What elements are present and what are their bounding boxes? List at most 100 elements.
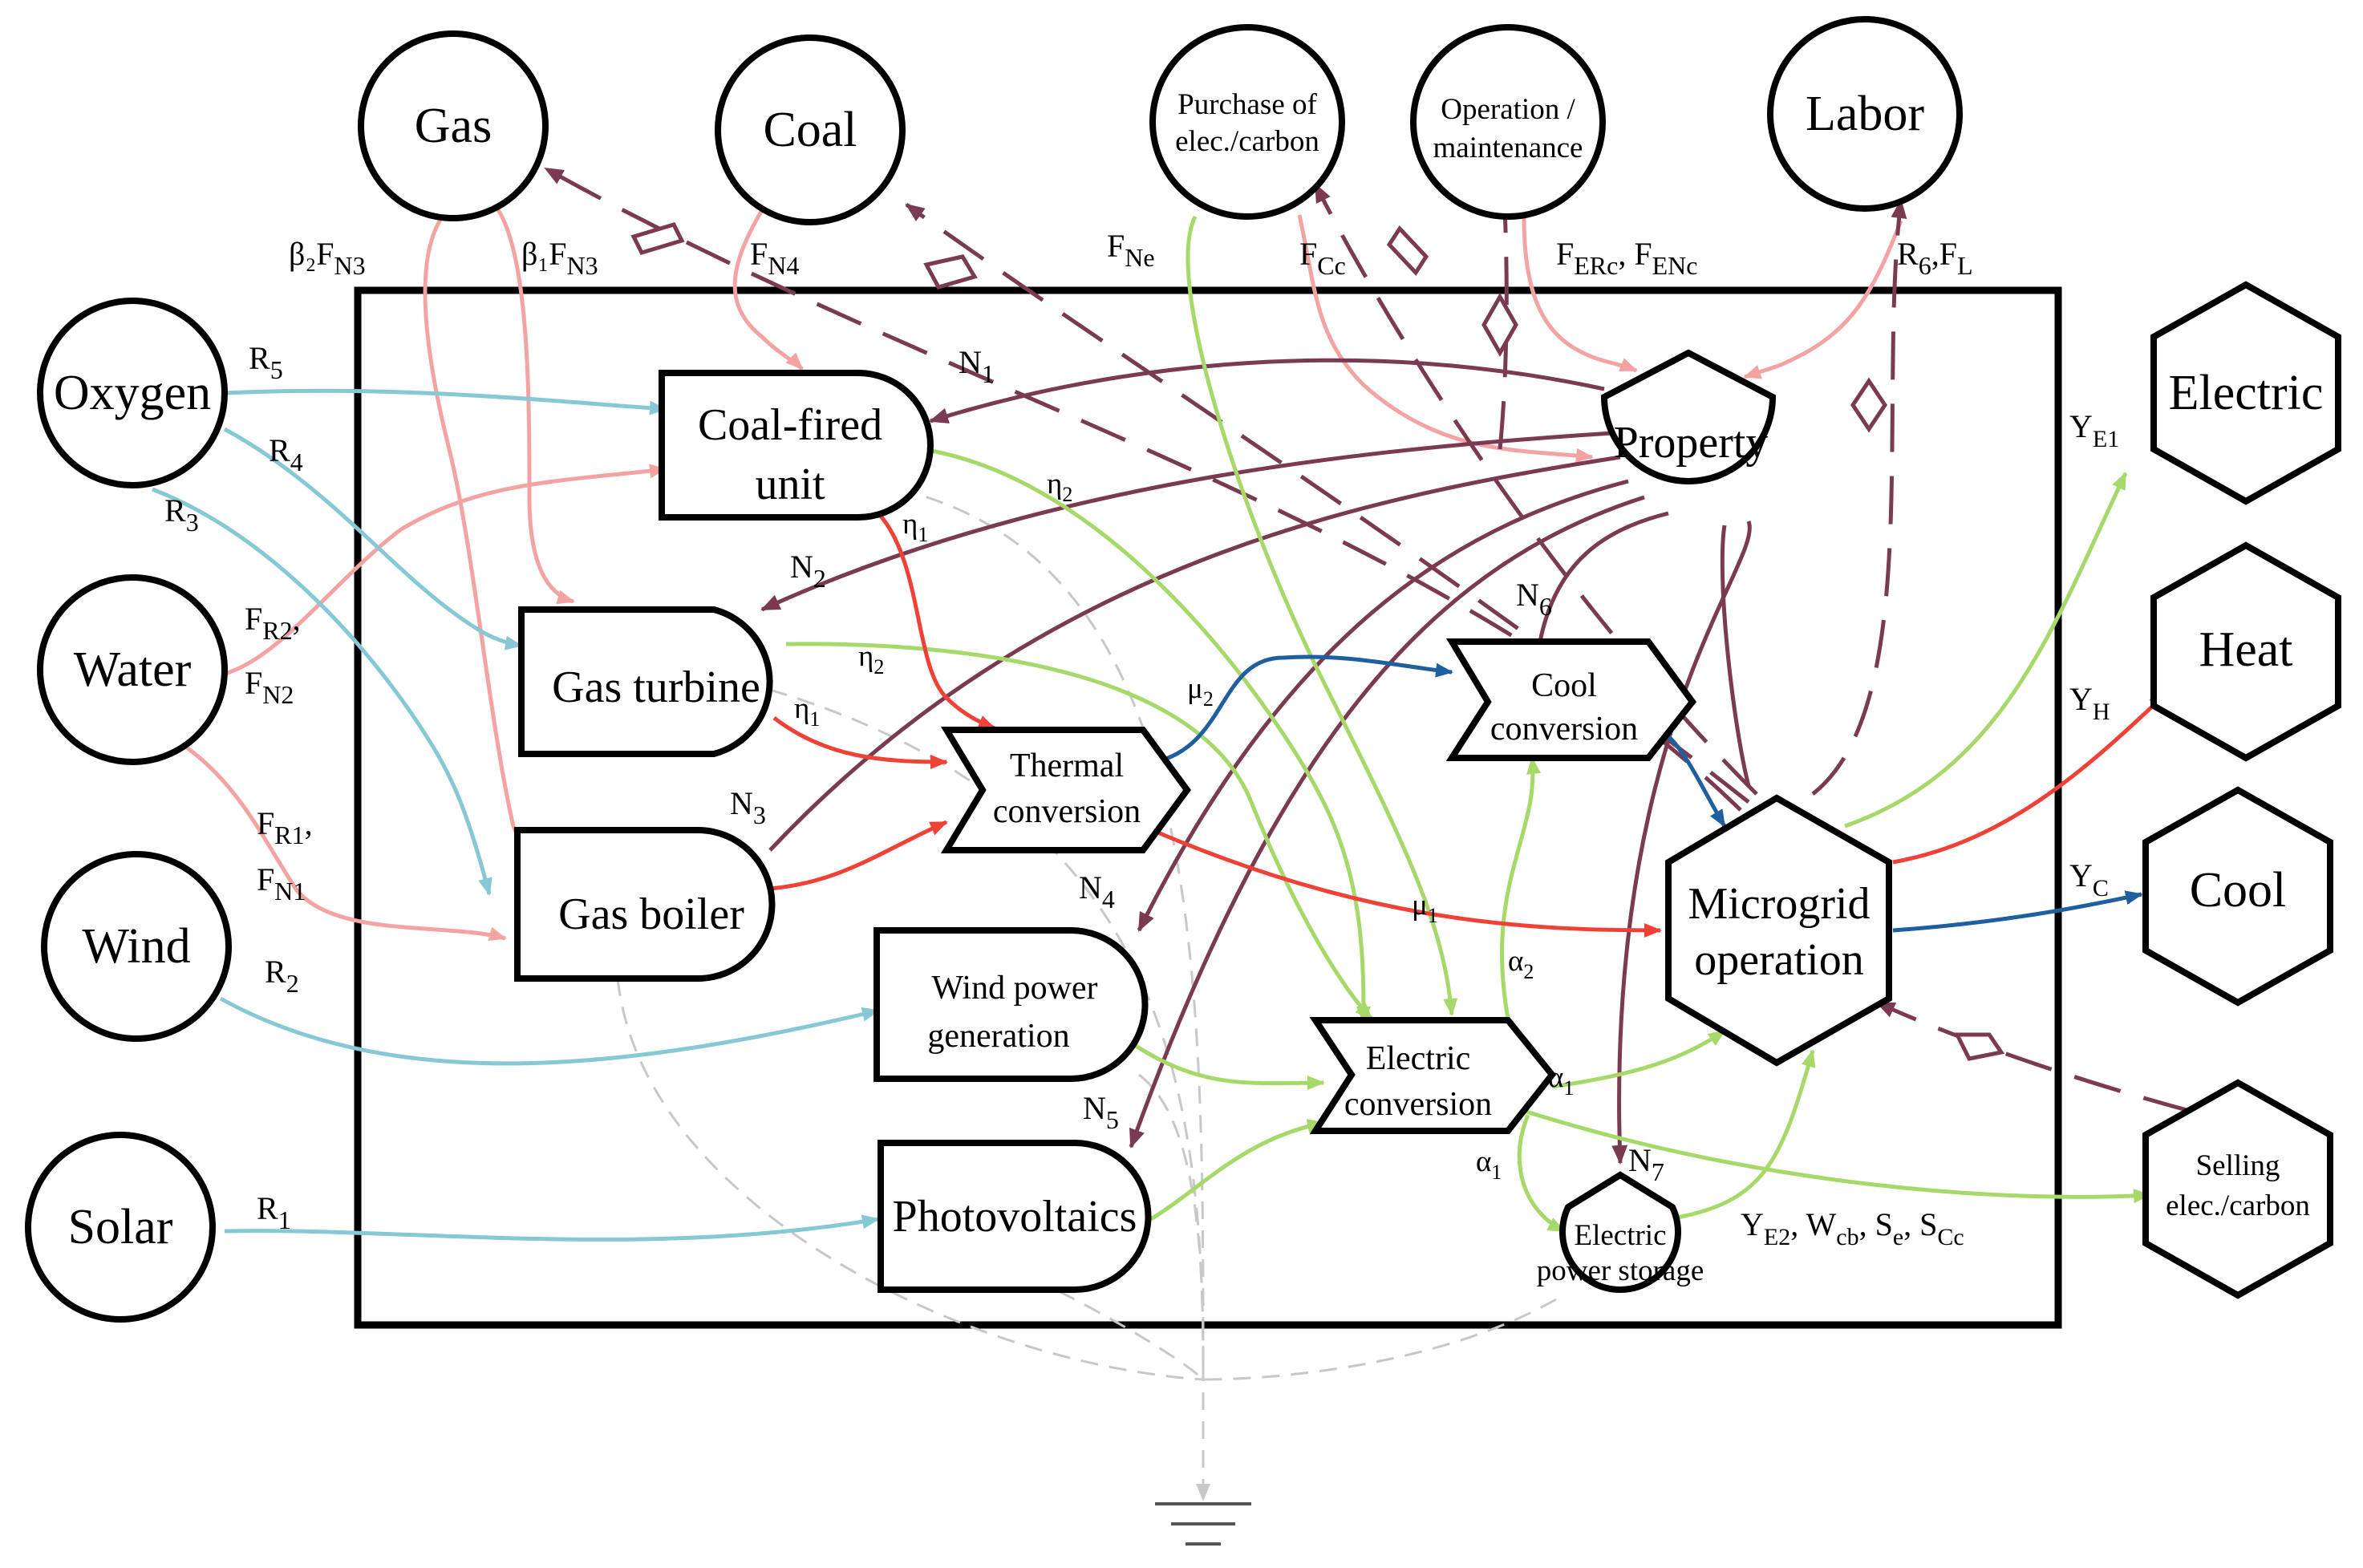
- unit-wind-power-label-1: Wind power: [931, 970, 1097, 1007]
- fuel-flow-gas-boiler: [423, 207, 563, 865]
- node-operation-label-1: Operation /: [1441, 93, 1575, 126]
- label-fne: FNe: [1107, 228, 1155, 272]
- output-cool-label: Cool: [2190, 863, 2287, 918]
- unit-photovoltaics-label: Photovoltaics: [893, 1192, 1137, 1242]
- fuel-flow-purchase: [1297, 214, 1594, 463]
- cool-flow-thermal: [1154, 654, 1453, 764]
- unit-storage-label-2: power storage: [1537, 1254, 1704, 1287]
- unit-cool-conversion: [1445, 638, 1697, 761]
- feedback-operation: [1497, 191, 1514, 450]
- unit-microgrid-label-2: operation: [1694, 935, 1863, 985]
- label-yh: YH: [2069, 681, 2110, 725]
- label-r1: R1: [257, 1190, 291, 1234]
- label-eta1a: η1: [902, 508, 928, 546]
- resource-flow-wind: [219, 996, 880, 1066]
- label-alpha1b: α1: [1476, 1145, 1502, 1184]
- node-operation: [1410, 24, 1606, 220]
- feedback-purchase: [1313, 183, 1758, 796]
- diamond-marker: [1850, 377, 1888, 433]
- node-labor: [1767, 16, 1963, 212]
- label-ye1: YE1: [2069, 408, 2119, 452]
- unit-wind-power: [873, 927, 1149, 1082]
- unit-gas-boiler-label: Gas boiler: [558, 889, 744, 939]
- diamond-marker: [1386, 225, 1429, 277]
- electric-flow-coal: [922, 447, 1371, 1024]
- flow-lines: [152, 166, 2191, 1546]
- fuel-flow-water-coal: [224, 464, 667, 676]
- resource-flow-oxygen-turbine: [223, 427, 523, 650]
- output-cool: [2142, 786, 2333, 1007]
- unit-gas-boiler: [514, 827, 776, 982]
- output-selling-label-2: elec./carbon: [2166, 1189, 2310, 1222]
- electric-flow-purchase: [1186, 215, 1458, 1016]
- unit-cool-label-2: conversion: [1490, 711, 1638, 748]
- node-purchase-label-1: Purchase of: [1177, 88, 1317, 121]
- output-electric-label: Electric: [2169, 366, 2324, 420]
- node-purchase-label-2: elec./carbon: [1175, 125, 1319, 158]
- electric-flow-wind: [1129, 1040, 1325, 1091]
- label-n3: N3: [730, 785, 766, 829]
- electric-flow-cool: [1500, 756, 1542, 1019]
- unit-coal-fired-label-1: Coal-fired: [698, 400, 882, 450]
- unit-nodes: Coal-fired unit Gas turbine Gas boiler W…: [514, 349, 1892, 1293]
- diamond-marker: [923, 254, 978, 290]
- unit-thermal-label-2: conversion: [993, 793, 1141, 830]
- output-heat-label: Heat: [2199, 622, 2292, 677]
- unit-photovoltaics: [878, 1140, 1152, 1293]
- label-fcc: FCc: [1299, 236, 1346, 280]
- label-r2: R2: [265, 954, 299, 998]
- node-oxygen: [37, 298, 228, 488]
- unit-electric-conversion: [1309, 1017, 1557, 1134]
- label-mu2: μ2: [1187, 672, 1214, 711]
- node-solar-label: Solar: [68, 1200, 173, 1254]
- node-solar: [25, 1132, 216, 1323]
- label-eta1b: η1: [794, 692, 820, 731]
- label-fr1: FR1,: [257, 805, 313, 849]
- label-r4: R4: [269, 432, 303, 476]
- unit-storage-label-1: Electric: [1574, 1219, 1666, 1252]
- label-r5: R5: [249, 340, 283, 384]
- node-labor-label: Labor: [1806, 87, 1924, 141]
- output-selling: [2142, 1079, 2333, 1299]
- unit-thermal-label-1: Thermal: [1010, 748, 1124, 784]
- node-purchase: [1149, 24, 1345, 220]
- capital-flow-n5: [1129, 495, 1645, 1149]
- diamond-marker: [1953, 1032, 2005, 1061]
- node-coal: [715, 34, 906, 225]
- electric-flow-turbine: [785, 642, 1373, 1020]
- node-wind: [41, 851, 232, 1042]
- output-heat: [2150, 541, 2341, 762]
- electric-flow-storage: [1517, 1114, 1566, 1234]
- fuel-flow-coal-unit: [732, 209, 804, 371]
- unit-cool-label-1: Cool: [1531, 667, 1597, 704]
- output-selling-label-1: Selling: [2196, 1149, 2280, 1182]
- node-coal-label: Coal: [763, 103, 857, 157]
- flow-labels: β₂FN3 β₁FN3 FN4 FNe FCc FERc, FENc R6,FL…: [164, 228, 2119, 1250]
- output-electric: [2150, 281, 2341, 505]
- unit-coal-fired: [659, 370, 934, 521]
- node-operation-label-2: maintenance: [1433, 132, 1583, 164]
- label-n7: N7: [1628, 1142, 1664, 1186]
- node-gas-label: Gas: [415, 99, 492, 153]
- unit-property-label: Property: [1614, 418, 1769, 468]
- node-water: [37, 574, 228, 765]
- resource-flow-oxygen-boiler: [152, 487, 492, 896]
- cool-flow-out: [1892, 890, 2143, 933]
- electric-flow-storage-microgrid: [1668, 1049, 1816, 1222]
- node-gas: [358, 30, 549, 221]
- unit-wind-power-label-2: generation: [927, 1018, 1069, 1055]
- capital-flow-microgrid: [1720, 525, 1751, 787]
- unit-property: [1600, 349, 1777, 484]
- node-oxygen-label: Oxygen: [54, 366, 211, 420]
- fuel-flow-water-boiler: [183, 743, 507, 942]
- label-fn2: FN2: [245, 665, 294, 709]
- capital-flow-n3: [768, 455, 1621, 852]
- label-n1: N1: [959, 344, 995, 388]
- unit-gas-turbine-label: Gas turbine: [552, 662, 760, 712]
- heat-flow-coal: [877, 512, 996, 731]
- fuel-flow-gas-turbine: [495, 207, 575, 605]
- unit-gas-turbine: [518, 606, 773, 757]
- label-b2fn3: β₂FN3: [289, 236, 366, 280]
- label-mu1: μ1: [1412, 889, 1438, 927]
- heat-flow-microgrid: [1142, 824, 1662, 938]
